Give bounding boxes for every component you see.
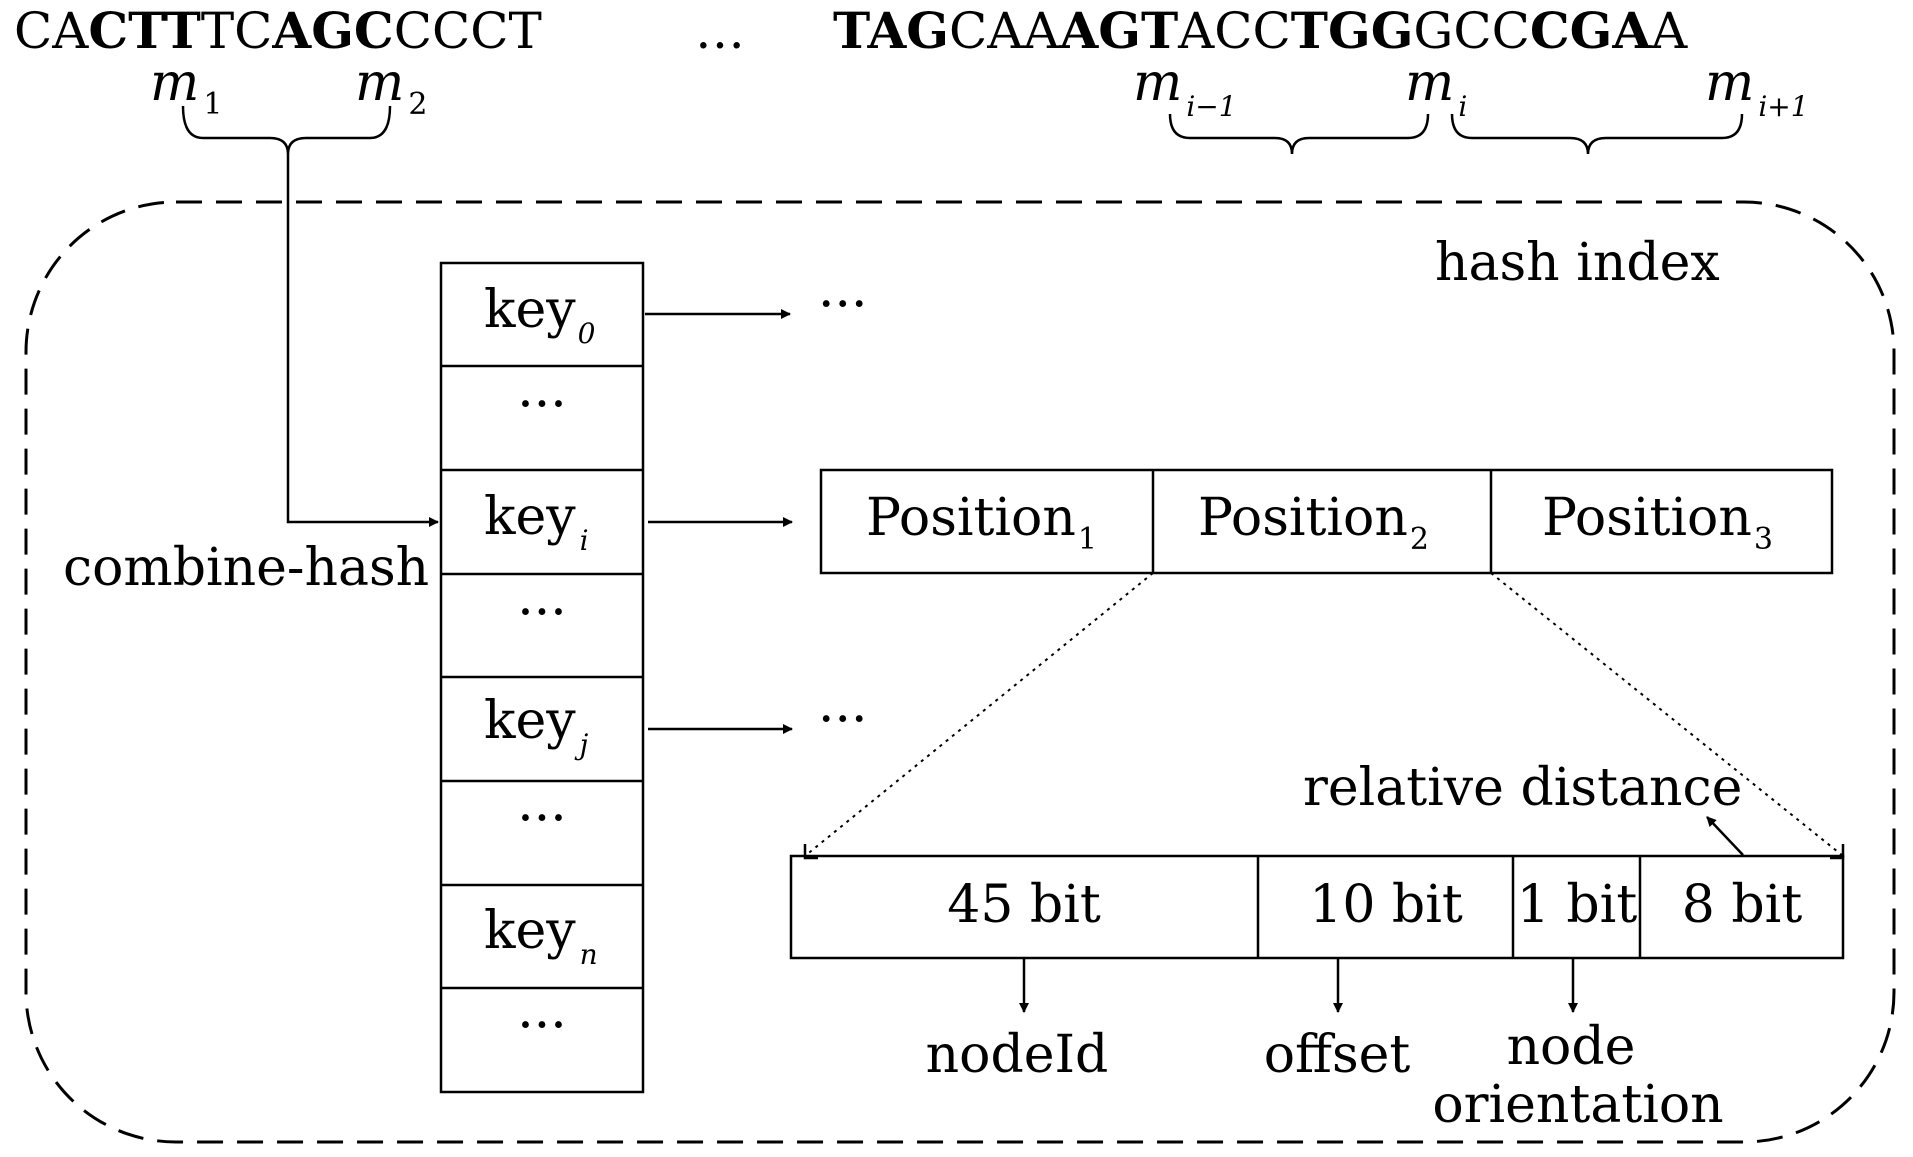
position-2: Position2 bbox=[1198, 488, 1429, 557]
seq-seg: CAA bbox=[949, 2, 1060, 60]
offset-label: offset bbox=[1264, 1025, 1411, 1085]
relative-distance-arrow bbox=[1706, 816, 1744, 856]
nodeid-label: nodeId bbox=[926, 1025, 1109, 1085]
expand-line-left bbox=[804, 572, 1154, 857]
sequence-ellipsis: … bbox=[695, 2, 745, 60]
hash-index-container bbox=[24, 200, 1896, 1144]
bit-field-8: 8 bit bbox=[1682, 875, 1803, 935]
key-cell-ellipsis: ··· bbox=[517, 789, 567, 849]
bit-field-1: 1 bit bbox=[1517, 875, 1638, 935]
bit-layout-table: 45 bit 10 bit 1 bit 8 bit bbox=[789, 854, 1845, 960]
seq-seg: CA bbox=[14, 2, 89, 60]
expand-line-right bbox=[1490, 572, 1844, 857]
node-orientation-label-line2: orientation bbox=[1432, 1075, 1723, 1135]
seq-seg: TGG bbox=[1291, 1, 1414, 60]
key-cell-ellipsis: ··· bbox=[517, 583, 567, 643]
seq-seg: CCCT bbox=[394, 2, 542, 60]
seq-seg: CGA bbox=[1530, 1, 1652, 60]
sequence-left: CACTTTCAGCCCCT bbox=[14, 1, 542, 60]
bit-field-45: 45 bit bbox=[947, 875, 1101, 935]
seq-seg: TC bbox=[201, 2, 273, 60]
sequence-right: TAGCAAAGTACCTGGGCCCGAA bbox=[833, 1, 1688, 60]
brace-mi-minus-1-mi bbox=[1168, 113, 1430, 155]
expand-corner-left bbox=[803, 844, 818, 860]
seq-seg: CTT bbox=[88, 1, 200, 60]
seq-seg: TAG bbox=[833, 1, 949, 60]
keyj-target-ellipsis: ··· bbox=[818, 690, 868, 750]
combine-hash-arrow bbox=[286, 154, 439, 527]
seq-seg: GCC bbox=[1413, 2, 1529, 60]
seq-seg: AGT bbox=[1058, 1, 1178, 60]
position-table-frame bbox=[819, 468, 1834, 575]
seq-seg: AGC bbox=[271, 1, 393, 60]
seq-seg: ACC bbox=[1177, 2, 1291, 60]
position-3: Position3 bbox=[1542, 488, 1773, 557]
key-cell-ellipsis: ··· bbox=[517, 996, 567, 1056]
key0-target-ellipsis: ··· bbox=[818, 275, 868, 335]
key-cell-ellipsis: ··· bbox=[517, 375, 567, 435]
position-table: Position1 Position2 Position3 bbox=[819, 468, 1834, 575]
position-1: Position1 bbox=[866, 488, 1097, 557]
seq-seg: A bbox=[1650, 2, 1688, 60]
node-orientation-label-line1: node bbox=[1507, 1017, 1636, 1077]
hash-index-title: hash index bbox=[1435, 233, 1720, 293]
bit-field-10: 10 bit bbox=[1309, 875, 1463, 935]
brace-mi-mi-plus-1 bbox=[1450, 113, 1744, 155]
combine-hash-label: combine-hash bbox=[63, 538, 429, 598]
bit-layout-frame bbox=[789, 854, 1845, 960]
relative-distance-label: relative distance bbox=[1303, 758, 1742, 818]
key-cell-key0: key0 bbox=[484, 280, 596, 350]
